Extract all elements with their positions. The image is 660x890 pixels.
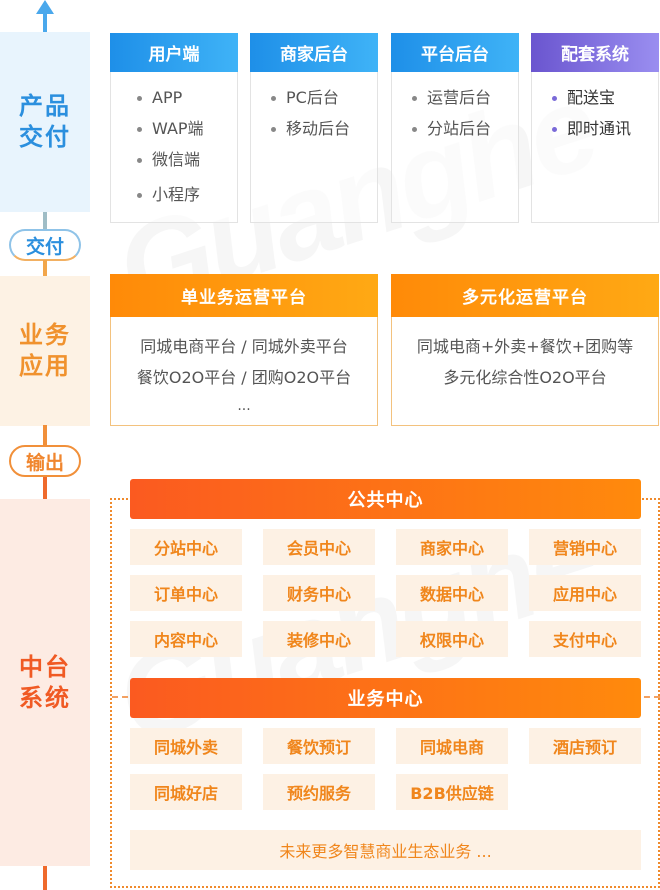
output-pill: 输出 [9, 445, 81, 477]
item-label: APP [152, 88, 183, 107]
card-title: 配套系统 [531, 33, 659, 72]
item-label: PC后台 [286, 88, 339, 107]
bullet-icon [137, 96, 142, 101]
stage-business-application: 业务应用 [0, 276, 90, 426]
business-center-grid: 同城外卖 餐饮预订 同城电商 酒店预订 同城好店 预约服务 B2B供应链 [130, 728, 641, 810]
business-tile: 同城电商 [396, 728, 508, 764]
list-item: PC后台 [271, 88, 377, 119]
product-card-supporting: 配套系统 配送宝 即时通讯 [531, 33, 659, 223]
public-center-grid: 分站中心 会员中心 商家中心 营销中心 订单中心 财务中心 数据中心 应用中心 … [130, 529, 641, 657]
list-item: 配送宝 [552, 88, 658, 119]
item-label: 微信端 [152, 150, 201, 169]
bullet-icon [412, 96, 417, 101]
list-item: 即时通讯 [552, 119, 658, 150]
bullet-icon [137, 158, 142, 163]
platform-line: 餐饮O2O平台 / 团购O2O平台 [136, 368, 352, 387]
item-label: WAP端 [152, 119, 204, 138]
stage-middle-platform: 中台系统 [0, 499, 90, 866]
platform-line: ... [237, 398, 251, 414]
list-item: 移动后台 [271, 119, 377, 150]
list-item: 微信端 [137, 150, 237, 181]
bullet-icon [137, 127, 142, 132]
item-label: 移动后台 [286, 119, 351, 138]
stage-label: 产品 [19, 92, 71, 120]
deliver-pill: 交付 [9, 229, 81, 261]
center-tile: 装修中心 [263, 621, 375, 657]
stage-label: 业务 [19, 321, 71, 349]
business-tile: B2B供应链 [396, 774, 508, 810]
rail-line [43, 212, 47, 230]
center-tile: 会员中心 [263, 529, 375, 565]
product-card-user: 用户端 APP WAP端 微信端 小程序 [110, 33, 238, 223]
rail-line [43, 477, 47, 499]
arrow-up-icon [36, 0, 54, 14]
list-item: APP [137, 88, 237, 119]
business-tile: 同城好店 [130, 774, 242, 810]
stage-product-delivery: 产品交付 [0, 32, 90, 212]
bullet-icon [552, 127, 557, 132]
center-tile: 支付中心 [529, 621, 641, 657]
bullet-icon [271, 96, 276, 101]
future-business-tile: 未来更多智慧商业生态业务 ... [130, 830, 641, 870]
item-label: 运营后台 [427, 88, 492, 107]
platform-line: 同城电商+外卖+餐饮+团购等 [416, 337, 634, 356]
item-label: 即时通讯 [567, 119, 632, 138]
business-center-header: 业务中心 [130, 678, 641, 718]
business-tile: 酒店预订 [529, 728, 641, 764]
center-tile: 订单中心 [130, 575, 242, 611]
rail-line [43, 866, 47, 890]
bullet-icon [271, 127, 276, 132]
center-tile: 分站中心 [130, 529, 242, 565]
card-title: 用户端 [110, 33, 238, 72]
center-tile: 内容中心 [130, 621, 242, 657]
rail-line [43, 425, 47, 445]
stage-label: 中台 [19, 652, 71, 681]
stage-label: 系统 [19, 683, 71, 712]
bullet-icon [552, 96, 557, 101]
item-label: 配送宝 [567, 88, 616, 107]
rail-line [43, 14, 47, 32]
center-tile: 权限中心 [396, 621, 508, 657]
public-center-header: 公共中心 [130, 479, 641, 519]
list-item: WAP端 [137, 119, 237, 150]
platform-line: 同城电商平台 / 同城外卖平台 [140, 337, 348, 356]
platform-title: 单业务运营平台 [110, 274, 378, 317]
rail-line [43, 260, 47, 276]
card-title: 平台后台 [391, 33, 519, 72]
center-tile: 数据中心 [396, 575, 508, 611]
business-tile: 预约服务 [263, 774, 375, 810]
single-business-platform: 单业务运营平台 同城电商平台 / 同城外卖平台 餐饮O2O平台 / 团购O2O平… [110, 274, 378, 426]
platform-line: 多元化综合性O2O平台 [443, 368, 607, 387]
frame-edge [658, 498, 660, 888]
list-item: 分站后台 [412, 119, 518, 150]
business-tile: 餐饮预订 [263, 728, 375, 764]
platform-title: 多元化运营平台 [391, 274, 659, 317]
bullet-icon [137, 193, 142, 198]
bullet-icon [412, 127, 417, 132]
product-card-merchant: 商家后台 PC后台 移动后台 [250, 33, 378, 223]
stage-label: 应用 [19, 352, 71, 380]
product-card-platform: 平台后台 运营后台 分站后台 [391, 33, 519, 223]
center-tile: 财务中心 [263, 575, 375, 611]
list-item: 运营后台 [412, 88, 518, 119]
center-tile: 营销中心 [529, 529, 641, 565]
list-item: 小程序 [137, 185, 237, 216]
card-title: 商家后台 [250, 33, 378, 72]
stage-label: 交付 [19, 123, 71, 151]
diversified-platform: 多元化运营平台 同城电商+外卖+餐饮+团购等 多元化综合性O2O平台 [391, 274, 659, 426]
center-tile: 商家中心 [396, 529, 508, 565]
center-tile: 应用中心 [529, 575, 641, 611]
item-label: 小程序 [152, 185, 201, 204]
item-label: 分站后台 [427, 119, 492, 138]
business-tile: 同城外卖 [130, 728, 242, 764]
